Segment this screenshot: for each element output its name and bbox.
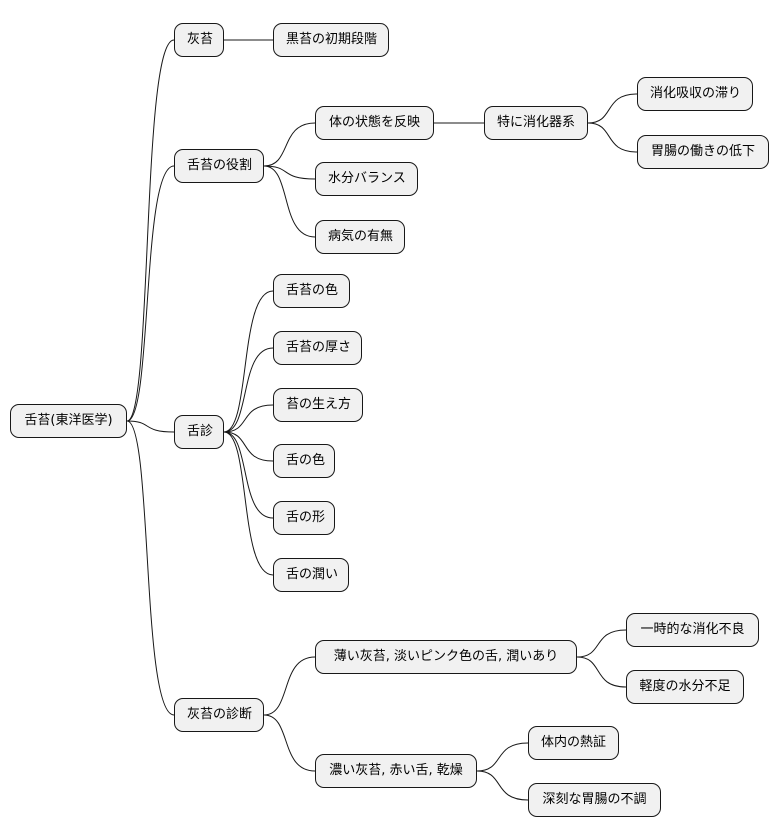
node-water-balance: 水分バランス [315, 162, 418, 196]
node-serious-gi: 深刻な胃腸の不調 [528, 783, 661, 817]
node-thick-gray: 濃い灰苔, 赤い舌, 乾燥 [315, 754, 477, 788]
edge-node-diagnosis-to-node-tongue-shape [223, 431, 274, 519]
edge-node-diagnosis-to-node-tongue-color [223, 431, 274, 462]
node-decline: 胃腸の働きの低下 [637, 135, 769, 169]
edge-node-diagnosis-to-node-tongue-moisture [223, 431, 274, 576]
edge-node-role-to-node-water-balance [263, 165, 316, 180]
node-illness: 病気の有無 [315, 220, 405, 254]
node-role: 舌苔の役割 [174, 149, 264, 183]
node-digestive: 特に消化器系 [484, 106, 588, 140]
node-gray-coating: 灰苔 [174, 23, 224, 57]
edge-node-diagnosis-to-node-coating-color [223, 290, 274, 433]
node-tongue-color: 舌の色 [273, 444, 335, 478]
node-stagnation: 消化吸収の滞り [637, 77, 753, 111]
edge-node-digestive-to-node-decline [587, 122, 638, 153]
node-reflect: 体の状態を反映 [315, 106, 434, 140]
node-mild-water-deficit: 軽度の水分不足 [626, 670, 744, 704]
edge-root-node-to-node-diagnosis [126, 420, 175, 433]
node-internal-heat: 体内の熱証 [528, 726, 619, 760]
edge-node-diagnosis-to-node-coating-thickness [223, 347, 274, 433]
edge-node-digestive-to-node-stagnation [587, 93, 638, 124]
edge-node-gray-diagnosis-to-node-thin-gray [263, 656, 316, 716]
node-black-initial: 黒苔の初期段階 [273, 23, 389, 57]
edge-node-thick-gray-to-node-serious-gi [476, 770, 529, 801]
node-coating-growth: 苔の生え方 [273, 388, 363, 422]
edge-node-thin-gray-to-node-mild-water-deficit [576, 656, 627, 688]
node-coating-color: 舌苔の色 [273, 274, 350, 308]
edge-node-gray-diagnosis-to-node-thick-gray [263, 714, 316, 772]
node-temporary-indigestion: 一時的な消化不良 [626, 613, 759, 647]
edge-node-role-to-node-illness [263, 165, 316, 238]
edge-root-node-to-node-role [126, 165, 175, 422]
edge-node-diagnosis-to-node-coating-growth [223, 404, 274, 433]
edge-root-node-to-node-gray-diagnosis [126, 420, 175, 716]
node-gray-diagnosis: 灰苔の診断 [174, 698, 264, 732]
node-coating-thickness: 舌苔の厚さ [273, 331, 362, 365]
edge-node-role-to-node-reflect [263, 122, 316, 167]
edge-node-thin-gray-to-node-temporary-indigestion [576, 629, 627, 658]
node-thin-gray: 薄い灰苔, 淡いピンク色の舌, 潤いあり [315, 640, 577, 674]
node-diagnosis: 舌診 [174, 415, 224, 449]
edge-node-thick-gray-to-node-internal-heat [476, 742, 529, 772]
root-node: 舌苔(東洋医学) [10, 404, 127, 438]
node-tongue-moisture: 舌の潤い [273, 558, 349, 592]
node-tongue-shape: 舌の形 [273, 501, 335, 535]
edge-root-node-to-node-gray-coating [126, 39, 175, 422]
